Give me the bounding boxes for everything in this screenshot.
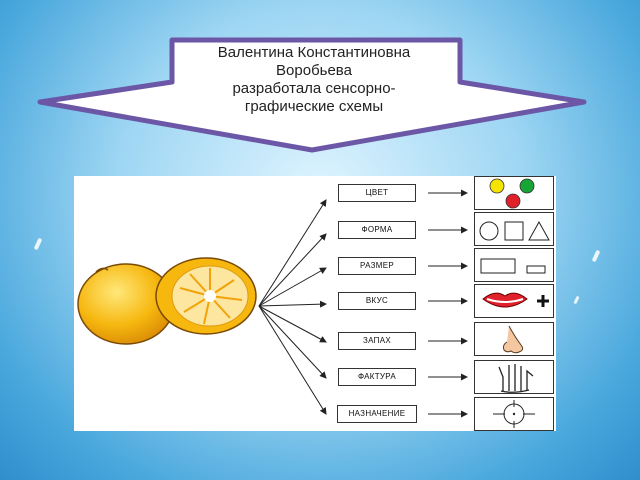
hand-icon xyxy=(474,360,554,394)
label-icon-arrows xyxy=(428,189,468,418)
sparkle-decoration xyxy=(591,249,601,263)
shapes-icon xyxy=(474,212,554,246)
property-label-size: РАЗМЕР xyxy=(338,257,416,275)
property-label-purpose: НАЗНАЧЕНИЕ xyxy=(337,405,417,423)
property-label-color: ЦВЕТ xyxy=(338,184,416,202)
banner-line: разработала сенсорно- xyxy=(232,80,396,97)
fan-arrows xyxy=(258,199,327,415)
nose-icon xyxy=(474,322,554,356)
property-label-taste: ВКУС xyxy=(338,292,416,310)
sparkle-decoration xyxy=(33,237,43,251)
title-banner xyxy=(37,37,587,153)
banner-line: Воробьева xyxy=(276,62,352,79)
banner-line: Валентина Константиновна xyxy=(217,44,411,61)
size-rectangles-icon xyxy=(474,248,554,282)
property-label-shape: ФОРМА xyxy=(338,221,416,239)
lips-plus-icon xyxy=(474,284,554,318)
property-label-texture: ФАКТУРА xyxy=(338,368,416,386)
color-dots-icon xyxy=(474,176,554,210)
banner-line: графические схемы xyxy=(244,98,384,115)
banner-text: Валентина Константиновна Воробьева разра… xyxy=(178,44,450,116)
property-label-smell: ЗАПАХ xyxy=(338,332,416,350)
scheme-drawing xyxy=(77,189,468,418)
sensory-graphic-scheme: ЦВЕТ ФОРМА РАЗМЕР ВКУС ЗАПАХ ФАКТУРА НАЗ… xyxy=(74,176,556,431)
sparkle-decoration xyxy=(573,295,580,305)
target-crosshair-icon xyxy=(474,397,554,431)
grapefruit-illustration xyxy=(77,257,257,345)
